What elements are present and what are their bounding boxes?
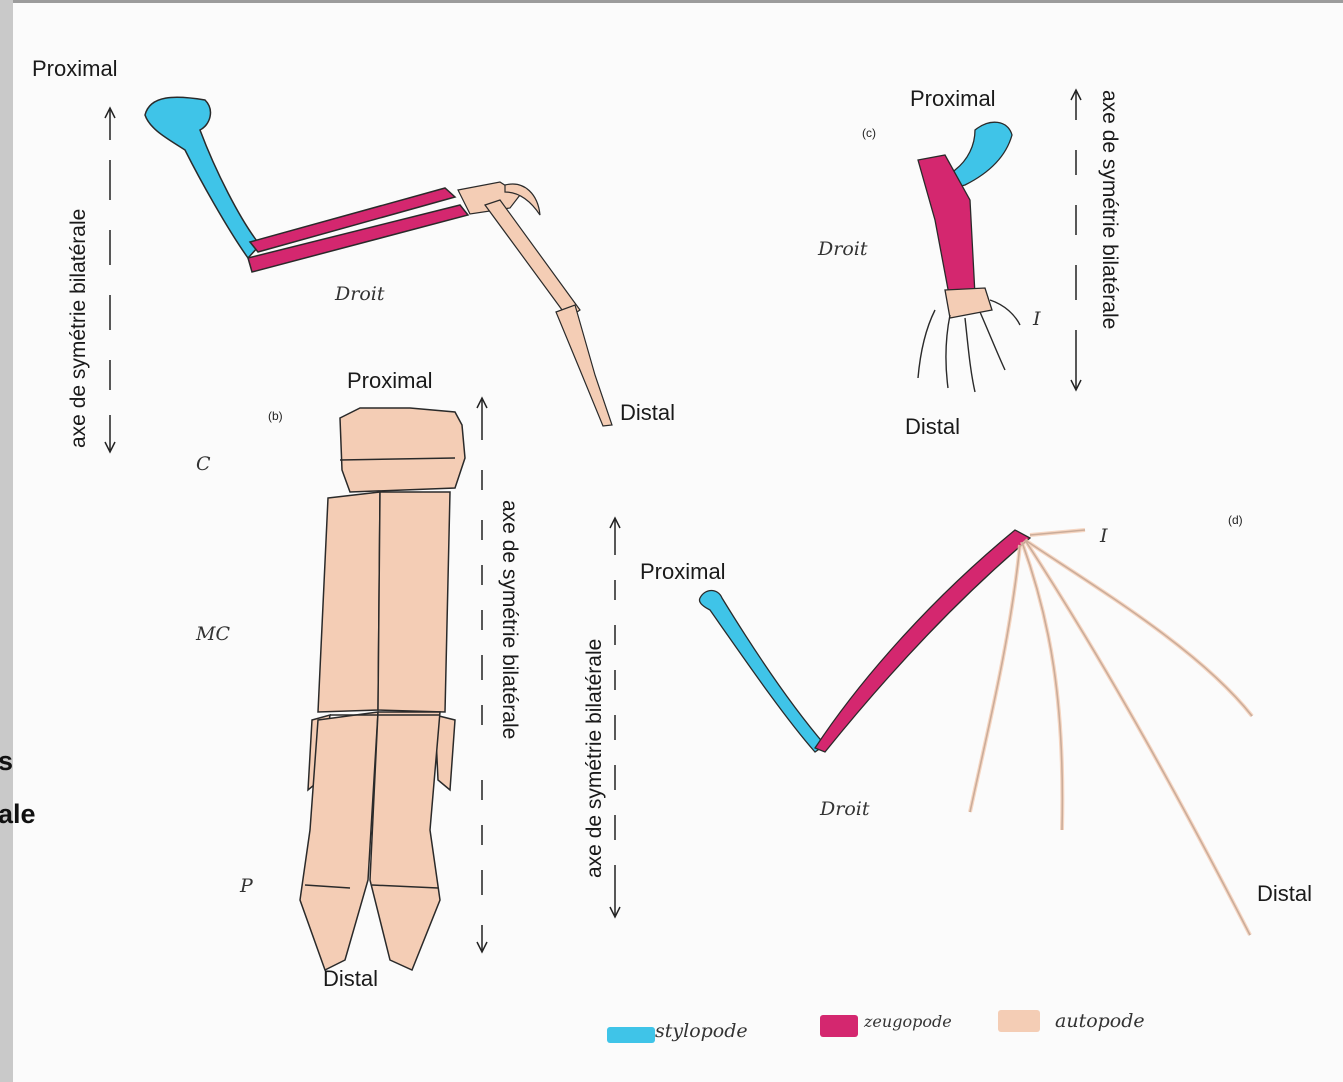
panel-b-label-mc: MC bbox=[196, 625, 230, 644]
panel-d-zeugopode bbox=[815, 530, 1030, 752]
panel-c-distal-label: Distal bbox=[905, 416, 960, 438]
panel-b-proximal-label: Proximal bbox=[347, 370, 433, 392]
panel-d-proximal-label: Proximal bbox=[640, 561, 726, 583]
panel-d-tag: (d) bbox=[1228, 514, 1243, 526]
panel-d-axis-label: axe de symétrie bilatérale bbox=[584, 639, 605, 878]
panel-a-stylopode bbox=[145, 97, 260, 258]
panel-b-metacarpal-left bbox=[318, 492, 380, 712]
legend-label-autopode: autopode bbox=[1055, 1012, 1145, 1031]
legend-label-zeugopode: zeugopode bbox=[864, 1014, 952, 1030]
panel-a-droit-label: Droit bbox=[335, 285, 384, 304]
panel-a-distal-label: Distal bbox=[620, 402, 675, 424]
panel-b-phalanx-right bbox=[370, 712, 440, 970]
panel-b-label-c: C bbox=[196, 455, 211, 474]
panel-b-limb bbox=[300, 408, 465, 970]
panel-c-stylopode bbox=[950, 122, 1012, 186]
panel-b-metacarpal-right bbox=[378, 492, 450, 712]
panel-b-axis-label: axe de symétrie bilatérale bbox=[499, 500, 520, 739]
panel-c-limb bbox=[918, 122, 1020, 392]
legend-swatch-autopode bbox=[998, 1010, 1040, 1032]
panel-a-axis-label: axe de symétrie bilatérale bbox=[68, 209, 89, 448]
panel-b-axis bbox=[477, 398, 487, 952]
panel-b-label-p: P bbox=[240, 877, 253, 896]
panel-c-axis bbox=[1071, 90, 1081, 390]
clipped-text-fragment-1: s bbox=[0, 745, 13, 779]
panel-d-droit-label: Droit bbox=[820, 800, 869, 819]
legend-label-stylopode: stylopode bbox=[655, 1022, 748, 1041]
panel-a-autopode-digit bbox=[556, 305, 612, 426]
panel-c-tag: (c) bbox=[862, 127, 876, 139]
panel-b-tag: (b) bbox=[268, 410, 283, 422]
panel-a-proximal-label: Proximal bbox=[32, 58, 118, 80]
panel-d-limb bbox=[699, 530, 1252, 935]
clipped-text-fragment-2: ale bbox=[0, 798, 36, 832]
panel-d-digit-2 bbox=[1025, 540, 1252, 716]
panel-d-digit-label: I bbox=[1100, 527, 1108, 546]
panel-b-carpals bbox=[340, 408, 465, 492]
panel-b-distal-label: Distal bbox=[323, 968, 378, 990]
legend-swatch-zeugopode bbox=[820, 1015, 858, 1037]
panel-c-proximal-label: Proximal bbox=[910, 88, 996, 110]
panel-a-autopode-metapodial bbox=[485, 200, 580, 318]
panel-a-axis bbox=[105, 108, 115, 452]
legend-swatch-stylopode bbox=[607, 1027, 655, 1043]
panel-c-droit-label: Droit bbox=[818, 240, 867, 259]
panel-c-carpals bbox=[945, 288, 992, 318]
panel-c-axis-label: axe de symétrie bilatérale bbox=[1099, 90, 1120, 329]
panel-d-stylopode bbox=[699, 591, 825, 753]
panel-d-axis bbox=[610, 518, 620, 917]
panel-c-digit-label: I bbox=[1033, 310, 1041, 329]
panel-d-distal-label: Distal bbox=[1257, 883, 1312, 905]
